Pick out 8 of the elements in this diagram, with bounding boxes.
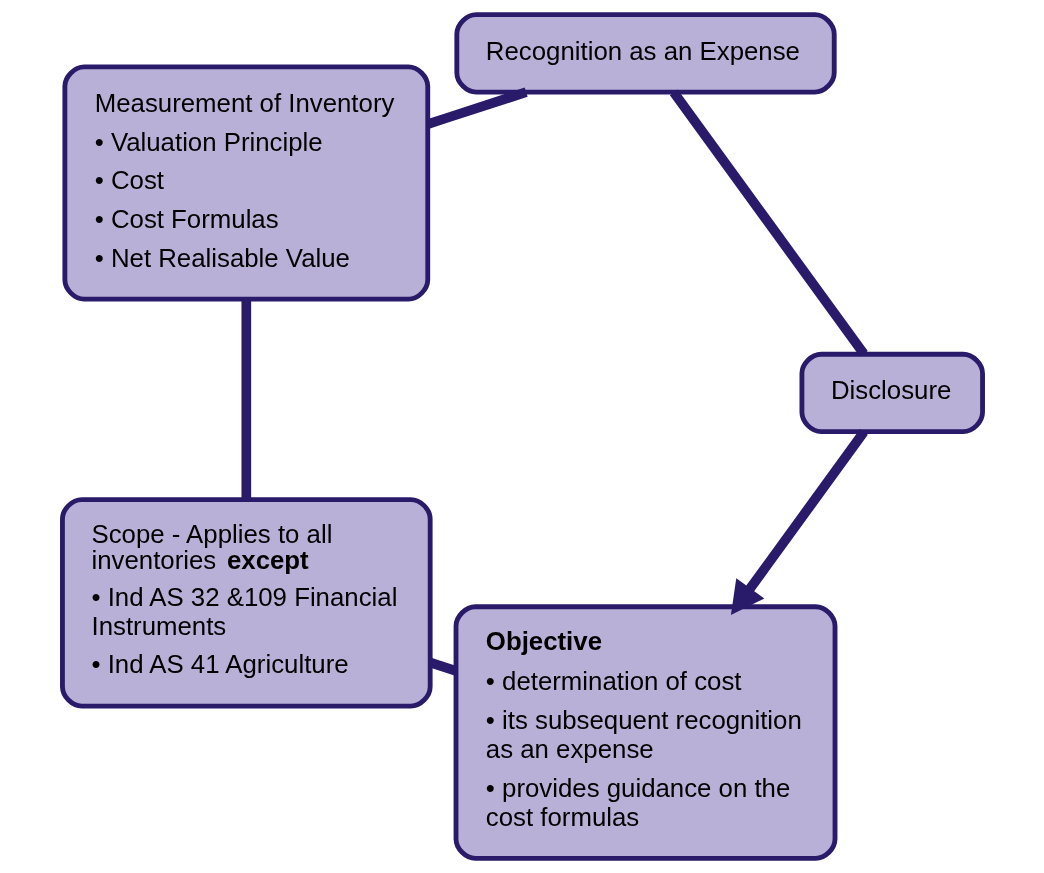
- node-box: Disclosure: [799, 351, 985, 435]
- connector: [669, 89, 868, 357]
- node-box: Objective • determination of cost • its subsequent recognition as an expense • provides guidance on the cost formulas: [453, 604, 837, 861]
- node-box: Scope - Applies to all inventories except • Ind AS 32 &109 Financial Instruments • Ind AS 41 Agriculture: [59, 497, 433, 709]
- node-box: Recognition as an Expense: [453, 12, 837, 95]
- arrow: [730, 429, 868, 616]
- node-box: Measurement of Inventory • Valuation Principle • Cost • Cost Formulas • Net Realisable Value: [61, 64, 430, 302]
- connector: [240, 299, 251, 500]
